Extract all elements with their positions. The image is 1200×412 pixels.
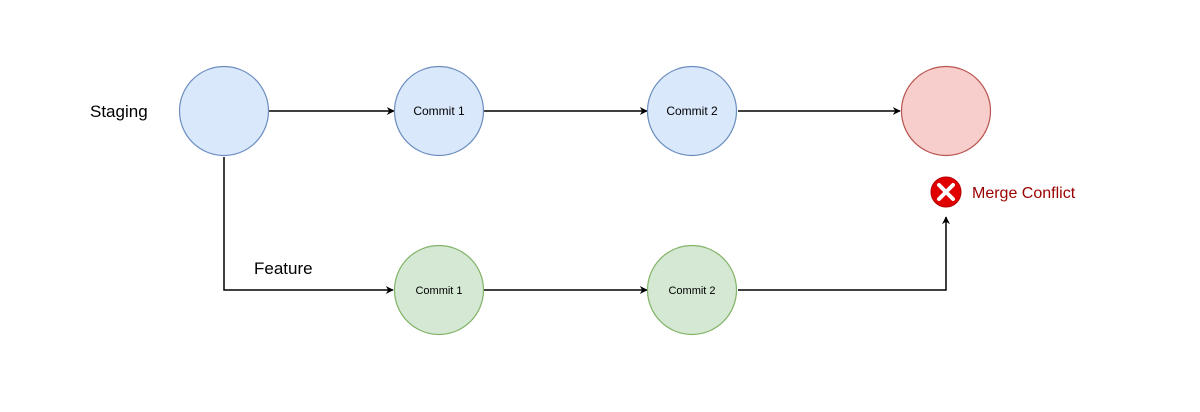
edge-root-to-feature-commit-1 — [223, 157, 394, 294]
feature-commit-2-label: Commit 2 — [668, 285, 715, 297]
feature-commit-1-node[interactable] — [393, 244, 485, 336]
merge-target-node[interactable] — [900, 65, 992, 157]
feature-branch-label: Feature — [254, 259, 313, 278]
feature-commit-1-label: Commit 1 — [415, 285, 462, 297]
edges — [223, 107, 950, 294]
staging-commit-2-label: Commit 2 — [666, 104, 718, 118]
staging-branch-label: Staging — [90, 102, 148, 121]
merge-conflict-label: Merge Conflict — [972, 185, 1076, 202]
edge-feature-commit-2-to-merge-conflict — [738, 216, 950, 291]
staging-root-node[interactable] — [178, 65, 270, 157]
staging-commit-1-label: Commit 1 — [413, 104, 465, 118]
error-x-icon — [930, 176, 962, 208]
staging-commit-1-node[interactable] — [393, 65, 485, 157]
staging-commit-2-node[interactable] — [646, 65, 738, 157]
feature-commit-2-node[interactable] — [646, 244, 738, 336]
